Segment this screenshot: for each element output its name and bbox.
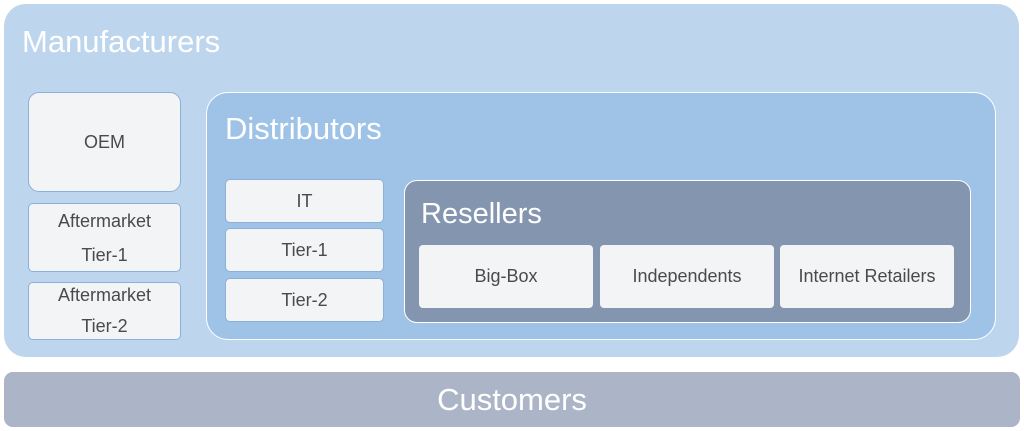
customers-title: Customers xyxy=(437,381,587,417)
reseller-item-internet-retailers: Internet Retailers xyxy=(780,245,954,308)
aftermarket-tier2-box: Aftermarket Tier-2 xyxy=(28,282,181,340)
distributor-item-it: IT xyxy=(225,179,384,223)
reseller-item-label: Independents xyxy=(632,266,742,286)
customers-bar: Customers xyxy=(4,372,1020,427)
reseller-item-independents: Independents xyxy=(600,245,774,308)
reseller-item-label: Internet Retailers xyxy=(798,266,936,286)
aftermarket-tier2-line1: Aftermarket xyxy=(57,285,152,305)
reseller-item-big-box: Big-Box xyxy=(419,245,593,308)
distributor-item-label: Tier-2 xyxy=(281,290,328,310)
distributor-item-tier2: Tier-2 xyxy=(225,278,384,322)
resellers-title: Resellers xyxy=(421,198,542,230)
oem-label: OEM xyxy=(83,132,125,152)
distributor-item-label: IT xyxy=(296,191,313,211)
aftermarket-tier1-box: Aftermarket Tier-1 xyxy=(28,203,181,272)
oem-box: OEM xyxy=(28,92,181,192)
aftermarket-tier1-line2: Tier-1 xyxy=(81,244,128,265)
distributors-title: Distributors xyxy=(225,111,382,146)
reseller-item-label: Big-Box xyxy=(474,266,538,286)
aftermarket-tier2-line2: Tier-2 xyxy=(81,316,128,336)
distributor-item-tier1: Tier-1 xyxy=(225,228,384,272)
aftermarket-tier1-line1: Aftermarket xyxy=(57,210,152,231)
distributor-item-label: Tier-1 xyxy=(281,240,328,260)
manufacturers-title: Manufacturers xyxy=(22,24,221,59)
